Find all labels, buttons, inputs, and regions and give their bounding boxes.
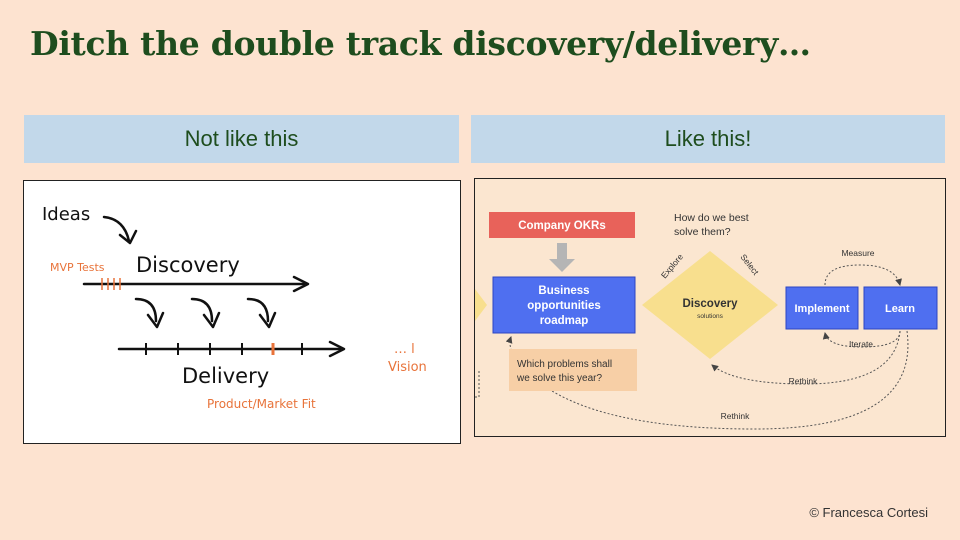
- business-label-1: Business: [538, 285, 589, 297]
- left-edge-connector: [475, 369, 480, 398]
- company-okrs-box: [489, 212, 635, 238]
- continuous-discovery-diagram: Company OKRs Business opportunities road…: [474, 178, 946, 437]
- how-do-we-best-label: How do we best: [674, 212, 749, 224]
- delivery-ticks: [145, 343, 303, 355]
- handoff-arrowhead-3: [258, 311, 277, 329]
- ideas-label: Ideas: [42, 204, 90, 225]
- handoff-arrow-2: [190, 297, 214, 323]
- which-problems-label-2: we solve this year?: [516, 373, 602, 384]
- which-problems-label-1: Which problems shall: [517, 359, 612, 370]
- handoff-arrowhead-2: [202, 311, 221, 329]
- learn-box: [863, 286, 938, 330]
- company-okrs-label: Company OKRs: [518, 220, 606, 232]
- discovery-solutions-label: solutions: [697, 313, 723, 320]
- header-not-like-this: Not like this: [24, 115, 459, 163]
- continuous-discovery-svg: Company OKRs Business opportunities road…: [475, 212, 938, 430]
- rethink-outer-label: Rethink: [721, 411, 751, 421]
- measure-label: Measure: [841, 248, 874, 258]
- delivery-label: Delivery: [182, 364, 269, 388]
- business-roadmap-box: [492, 276, 636, 334]
- which-problems-box: [509, 349, 637, 391]
- measure-loop: [824, 264, 902, 286]
- business-label-3: roadmap: [540, 315, 589, 327]
- double-track-svg: Ideas MVP Tests Discovery Delivery Produ…: [42, 204, 427, 411]
- implement-box: [785, 286, 859, 330]
- ideas-arrow: [102, 215, 131, 243]
- header-like-this: Like this!: [471, 115, 945, 163]
- discovery-diamond: [642, 251, 778, 359]
- business-label-2: opportunities: [527, 300, 600, 312]
- okr-down-arrow: [549, 243, 575, 272]
- ideas-arrowhead: [118, 229, 138, 245]
- double-track-sketch: Ideas MVP Tests Discovery Delivery Produ…: [23, 180, 461, 444]
- slide-title: Ditch the double track discovery/deliver…: [30, 24, 811, 63]
- iterate-loop: [822, 330, 901, 348]
- discovery-diamond-label: Discovery: [683, 298, 739, 310]
- delivery-arrowhead: [328, 340, 346, 358]
- partial-diamond: [475, 289, 487, 321]
- discovery-label: Discovery: [136, 253, 240, 277]
- select-label: Select: [738, 252, 761, 277]
- rethink-inner-label: Rethink: [789, 376, 819, 386]
- iterate-label: Iterate: [849, 339, 873, 349]
- implement-label: Implement: [794, 303, 849, 315]
- handoff-arrow-3: [246, 297, 270, 323]
- rethink-inner-loop: [711, 330, 901, 385]
- mvp-ticks: [101, 278, 121, 290]
- ellipsis-label: … l: [394, 342, 415, 357]
- solve-them-label: solve them?: [674, 226, 731, 238]
- product-market-fit-label: Product/Market Fit: [207, 397, 316, 411]
- discovery-arrowhead: [292, 275, 310, 293]
- copyright-credit: © Francesca Cortesi: [809, 505, 928, 520]
- learn-label: Learn: [885, 303, 915, 315]
- handoff-arrow-1: [134, 297, 158, 323]
- handoff-arrowhead-1: [146, 311, 165, 329]
- vision-label: Vision: [388, 360, 427, 375]
- mvp-tests-label: MVP Tests: [50, 261, 105, 274]
